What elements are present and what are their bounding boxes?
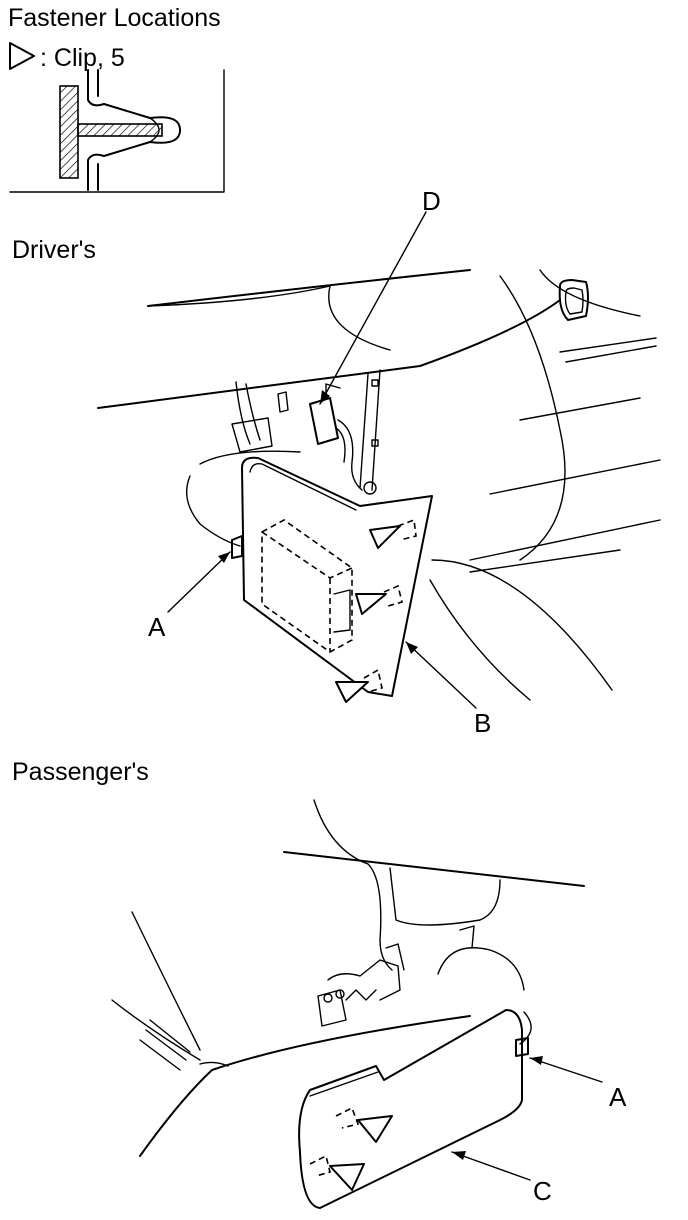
clip-legend-triangle-icon [9, 42, 35, 70]
callout-b: B [474, 708, 492, 738]
clip-legend-label: : Clip, 5 [40, 44, 125, 72]
drivers-section-title: Driver's [12, 236, 96, 264]
passengers-leader-lines [451, 1056, 603, 1181]
clip-detail-inset [9, 69, 225, 193]
drivers-dashboard-illustration [97, 269, 661, 703]
callout-d: D [422, 186, 441, 216]
passengers-section-title: Passenger's [12, 758, 149, 786]
callout-a-driver: A [148, 612, 166, 642]
callout-a-passenger: A [609, 1082, 627, 1112]
drivers-leader-lines [167, 211, 477, 709]
fastener-locations-title: Fastener Locations [8, 4, 221, 32]
passengers-dashboard-illustration [111, 799, 585, 1209]
callout-c: C [533, 1176, 552, 1206]
